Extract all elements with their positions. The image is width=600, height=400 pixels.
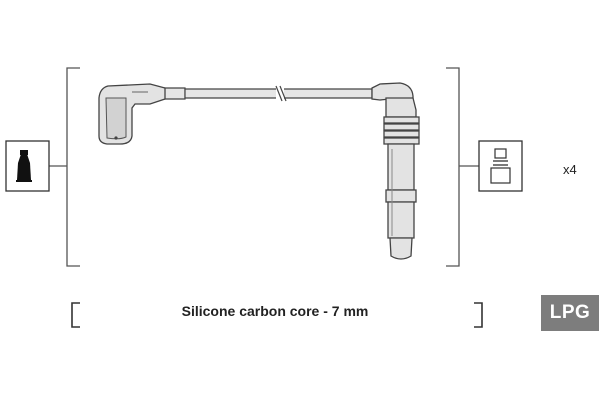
caption-bracket-right [474,302,483,328]
coil-boot-icon [459,140,523,192]
left-bracket [66,67,80,267]
cable [159,84,373,103]
angled-plug-boot [98,83,166,145]
coil-boot [371,82,420,260]
plug-terminal-icon [5,140,67,192]
fuel-type-badge: LPG [541,295,599,331]
caption-bracket-left [71,302,80,328]
right-bracket [446,67,460,267]
description-caption: Silicone carbon core - 7 mm [181,303,369,319]
quantity-label: x4 [563,162,577,177]
